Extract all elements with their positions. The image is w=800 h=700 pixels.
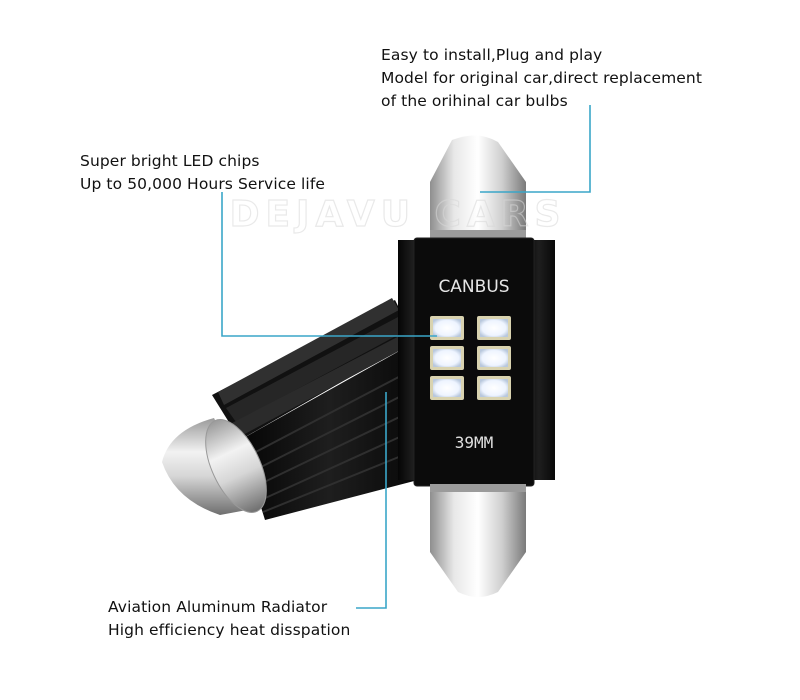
callout-chips-line2: Up to 50,000 Hours Service life (80, 175, 326, 193)
callout-install-line3: of the orihinal car bulbs (381, 92, 568, 110)
callout-install-line2: Model for original car,direct replacemen… (381, 69, 703, 87)
front-bulb: CANBUS 39MM (398, 135, 555, 597)
led-chip (477, 376, 511, 400)
led-chip (477, 316, 511, 340)
callout-radiator-line2: High efficiency heat disspation (108, 621, 351, 639)
leader-line-radiator (356, 392, 387, 609)
callout-install-line1: Easy to install,Plug and play (381, 46, 603, 64)
callout-install: Easy to install,Plug and play Model for … (381, 44, 702, 113)
callout-chips: Super bright LED chips Up to 50,000 Hour… (80, 150, 325, 196)
callout-radiator-line1: Aviation Aluminum Radiator (108, 598, 328, 616)
front-bulb-bottom-cap (430, 484, 526, 597)
led-chip (430, 376, 464, 400)
rear-bulb-heatsink (212, 298, 418, 520)
leader-line-chips (221, 192, 437, 337)
size-label: 39MM (455, 433, 494, 452)
front-bulb-top-cap (430, 135, 526, 240)
canbus-label: CANBUS (438, 277, 509, 297)
rear-bulb (162, 298, 418, 520)
callout-radiator: Aviation Aluminum Radiator High efficien… (108, 596, 350, 642)
led-chip (430, 346, 464, 370)
watermark: DEJAVU CARS (230, 194, 567, 235)
callout-chips-line1: Super bright LED chips (80, 152, 260, 170)
led-chip (477, 346, 511, 370)
rear-bulb-end-cap (162, 418, 267, 515)
leader-line-install (480, 105, 591, 193)
leader-lines (221, 105, 591, 609)
led-chips (430, 316, 511, 400)
led-chip (430, 316, 464, 340)
